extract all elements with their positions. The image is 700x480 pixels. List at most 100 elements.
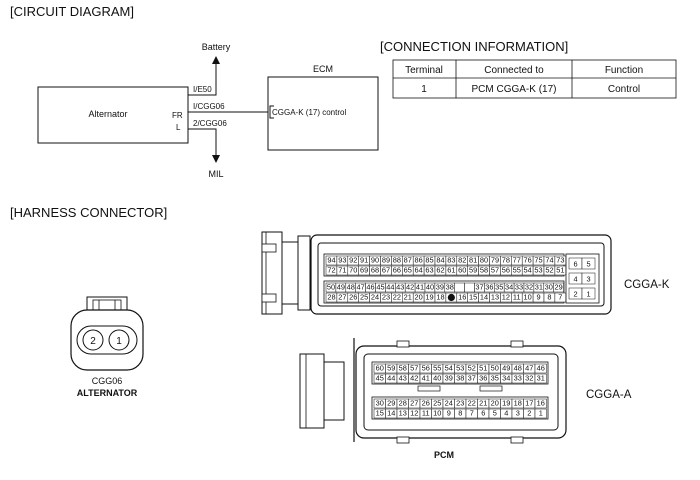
cgga-k-pin-label: 60 bbox=[458, 266, 466, 275]
alternator-box bbox=[37, 86, 189, 144]
cgga-a-pin-label: 24 bbox=[445, 399, 453, 408]
cgga-k-pin-label: 40 bbox=[426, 283, 434, 292]
cgga-a-pin-label: 11 bbox=[422, 409, 430, 418]
cgga-a-pin-label: 60 bbox=[376, 364, 384, 373]
cgga-k-pin-label: 65 bbox=[404, 266, 412, 275]
cgga-k-pin-label: 49 bbox=[337, 283, 345, 292]
cgga-a-pin-label: 46 bbox=[537, 364, 545, 373]
cgga-k-pin-label: 92 bbox=[349, 256, 357, 265]
cgga-k-pin-label: 10 bbox=[524, 293, 532, 302]
cgga-a-pin-label: 44 bbox=[387, 374, 395, 383]
cgga-k-pin-label: 59 bbox=[469, 266, 477, 275]
wire-l-label: 2/CGG06 bbox=[193, 119, 227, 128]
alt-pin-2: 2 bbox=[90, 336, 96, 347]
cgga-k-pin-label: 66 bbox=[393, 266, 401, 275]
cgga-k-pin-label: 52 bbox=[545, 266, 553, 275]
cgga-k-pin-label: 50 bbox=[327, 283, 335, 292]
cgga-a-pin-label: 3 bbox=[516, 409, 520, 418]
cgga-a-pin-label: 57 bbox=[410, 364, 418, 373]
table-cell-function: Control bbox=[608, 84, 640, 95]
cgga-k-pin-label: 58 bbox=[480, 266, 488, 275]
alternator-connector: 2 1 CGG06 ALTERNATOR bbox=[70, 296, 144, 398]
cgga-a-pin-label: 10 bbox=[433, 409, 441, 418]
cgga-a-pin-label: 54 bbox=[445, 364, 453, 373]
cgga-k-pin-label: 70 bbox=[349, 266, 357, 275]
cgga-k-pin-label: 79 bbox=[491, 256, 499, 265]
cgga-k-pin-cell bbox=[554, 255, 567, 266]
cgga-k-pin-label: 77 bbox=[513, 256, 521, 265]
cgga-k-side-pin-label: 5 bbox=[586, 260, 590, 269]
cgga-k-pin-label: 21 bbox=[404, 293, 412, 302]
cgga-a-pin-label: 41 bbox=[422, 374, 430, 383]
cgga-a-pin-label: 8 bbox=[458, 409, 462, 418]
cgga-k-pin-label: 83 bbox=[447, 256, 455, 265]
cgga-k-pin-label: 7 bbox=[558, 293, 562, 302]
circuit-diagram: Alternator FR L Battery I/E50 I/CGG06 MI… bbox=[37, 42, 379, 179]
cgga-a-pin-label: 20 bbox=[491, 399, 499, 408]
cgga-a-pin-label: 5 bbox=[493, 409, 497, 418]
wire-fr-label: I/CGG06 bbox=[193, 102, 225, 111]
cgga-k-pin-label: 81 bbox=[469, 256, 477, 265]
cgga-a-pin-label: 22 bbox=[468, 399, 476, 408]
cgga-k-pin-label: 15 bbox=[469, 293, 477, 302]
cgga-k-pin-label: 45 bbox=[376, 283, 384, 292]
pcm-label: PCM bbox=[434, 450, 454, 460]
cgga-k-pin-cell bbox=[554, 292, 567, 303]
wire-battery-label: I/E50 bbox=[193, 85, 212, 94]
cgga-k-pin-label: 36 bbox=[485, 283, 493, 292]
cgga-a-pin-label: 27 bbox=[410, 399, 418, 408]
alt-connector-name: ALTERNATOR bbox=[77, 388, 138, 398]
cgga-k-pin-label: 64 bbox=[415, 266, 423, 275]
cgga-k-pin-label: 30 bbox=[545, 283, 553, 292]
cgga-a-pin-cell bbox=[534, 363, 547, 374]
cgga-k-pin-label: 23 bbox=[382, 293, 390, 302]
cgga-k-pin-label: 62 bbox=[436, 266, 444, 275]
cgga-a-pin-label: 45 bbox=[376, 374, 384, 383]
cgga-k-pin-label: 26 bbox=[349, 293, 357, 302]
table-header-terminal: Terminal bbox=[405, 65, 443, 76]
cgga-k-pin-label: 85 bbox=[425, 256, 433, 265]
cgga-k-pin-label: 47 bbox=[357, 283, 365, 292]
cgga-k-pin-label: 42 bbox=[406, 283, 414, 292]
cgga-k-pin-label: 8 bbox=[547, 293, 551, 302]
cgga-a-pin-label: 33 bbox=[514, 374, 522, 383]
cgga-a-pin-label: 52 bbox=[468, 364, 476, 373]
cgga-k-pin-label: 73 bbox=[556, 256, 564, 265]
cgga-a-pin-label: 15 bbox=[376, 409, 384, 418]
cgga-k-pin-label: 13 bbox=[491, 293, 499, 302]
alt-connector-code: CGG06 bbox=[92, 376, 123, 386]
battery-label: Battery bbox=[202, 42, 231, 52]
alternator-label: Alternator bbox=[88, 109, 127, 119]
cgga-a-pin-label: 42 bbox=[410, 374, 418, 383]
cgga-a-pin-label: 21 bbox=[479, 399, 487, 408]
cgga-k-pin-label: 12 bbox=[502, 293, 510, 302]
cgga-k-pin-label: 25 bbox=[360, 293, 368, 302]
cgga-k-pin-label: 84 bbox=[436, 256, 444, 265]
cgga-k-pin-label: 16 bbox=[458, 293, 466, 302]
mil-arrow-icon bbox=[212, 155, 220, 163]
cgga-k-pin-label: 20 bbox=[415, 293, 423, 302]
cgga-a-pin-label: 29 bbox=[387, 399, 395, 408]
cgga-k-pin-label: 67 bbox=[382, 266, 390, 275]
cgga-k-pin-label: 44 bbox=[386, 283, 394, 292]
cgga-a-pin-label: 4 bbox=[504, 409, 508, 418]
cgga-a-pin-label: 36 bbox=[479, 374, 487, 383]
cgga-k-pin-label: 46 bbox=[366, 283, 374, 292]
harness-connector-heading: [HARNESS CONNECTOR] bbox=[10, 205, 167, 220]
cgga-a-pin-label: 9 bbox=[447, 409, 451, 418]
cgga-a-pin-label: 2 bbox=[527, 409, 531, 418]
cgga-a-pin-label: 58 bbox=[399, 364, 407, 373]
cgga-k-pin-label: 31 bbox=[535, 283, 543, 292]
cgga-k-side-pin-cell bbox=[581, 257, 596, 270]
table-header-connected-to: Connected to bbox=[484, 65, 544, 76]
cgga-k-pin-label: 41 bbox=[416, 283, 424, 292]
cgga-k-pin-label: 69 bbox=[360, 266, 368, 275]
cgga-k-pin-label: 80 bbox=[480, 256, 488, 265]
ecm-pin-bracket bbox=[269, 105, 274, 119]
cgga-a-pin-cell bbox=[534, 398, 547, 409]
cgga-k-pin-label: 56 bbox=[502, 266, 510, 275]
cgga-a-pin-label: 56 bbox=[422, 364, 430, 373]
cgga-k-pin-label: 22 bbox=[393, 293, 401, 302]
